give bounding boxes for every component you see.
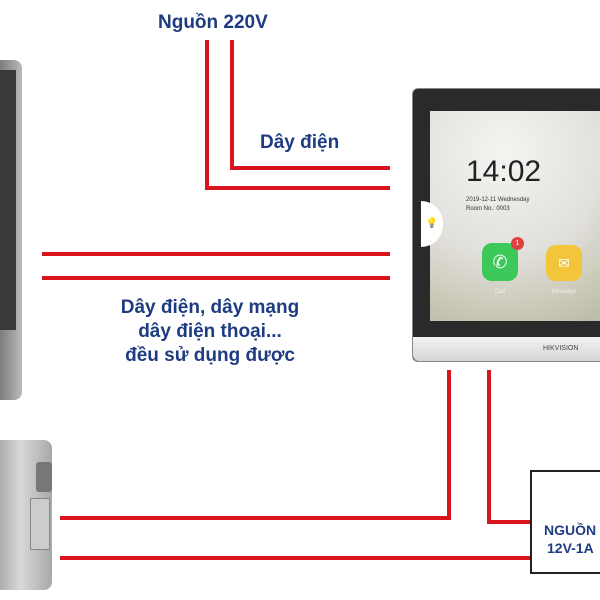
wire-psu-v [487, 370, 491, 524]
wire-220-a-h [230, 166, 390, 170]
cable-note-line: Dây điện, dây mạng [120, 297, 300, 318]
wire-signal-2 [42, 276, 390, 280]
cable-note-line: dây điện thoại... [138, 321, 282, 342]
wire-220-a [230, 40, 234, 170]
wire-label: Dây điện [260, 132, 340, 153]
lightbulb-icon: 💡 [425, 218, 439, 229]
envelope-icon: ✉ [558, 255, 570, 271]
power-supply-box: NGUỒN 12V-1A [530, 470, 600, 574]
call-badge: 1 [511, 237, 524, 250]
side-tab[interactable]: 💡 [421, 201, 443, 247]
message-app[interactable]: ✉ [546, 245, 582, 281]
monitor-bezel-bottom: HIKVISION [413, 337, 600, 361]
date: 2019-12-11 Wednesday [466, 197, 530, 203]
cable-note-line: đều sử dụng được [125, 345, 295, 366]
wire-signal-1 [42, 252, 390, 256]
wire-220-b [205, 40, 209, 190]
psu-label: NGUỒN [544, 522, 597, 538]
psu-rating: 12V-1A [547, 540, 594, 556]
clock: 14:02 [466, 155, 542, 188]
wire-lock-2 [60, 556, 531, 560]
wire-lock-1-v [447, 370, 451, 520]
cable-note: Dây điện, dây mạng dây điện thoại... đều… [60, 296, 360, 368]
wire-220-b-h [205, 186, 390, 190]
call-label: Call [494, 289, 506, 295]
call-app[interactable]: ✆ 1 [482, 237, 524, 281]
phone-icon: ✆ [492, 252, 508, 272]
door-station [0, 60, 22, 400]
electric-lock [0, 440, 52, 590]
message-label: Message [551, 289, 577, 295]
brand-logo: HIKVISION [543, 345, 579, 352]
room-number: Room No.: 0003 [466, 206, 510, 212]
wire-lock-1-h [60, 516, 451, 520]
power-220-label: Nguồn 220V [158, 12, 268, 33]
indoor-monitor: 14:02 2019-12-11 Wednesday Room No.: 000… [412, 88, 600, 362]
monitor-screen: 14:02 2019-12-11 Wednesday Room No.: 000… [430, 111, 600, 321]
wire-psu-h [487, 520, 531, 524]
